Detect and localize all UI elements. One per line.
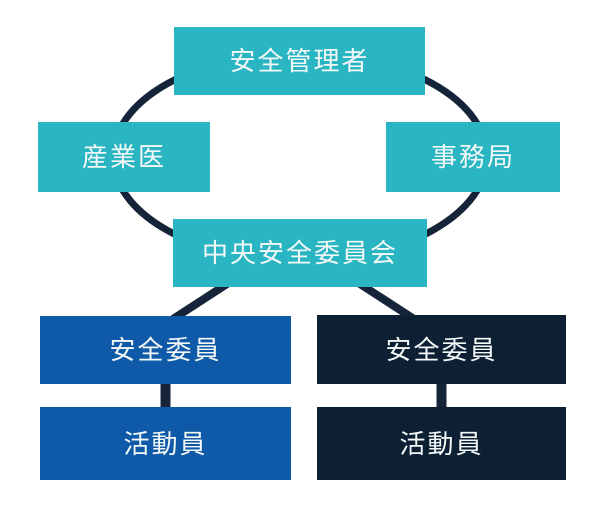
node-occupational-physician-label: 産業医 bbox=[81, 142, 166, 172]
node-secretariat: 事務局 bbox=[386, 122, 560, 192]
node-right-safety-member-label: 安全委員 bbox=[385, 334, 498, 365]
node-safety-manager: 安全管理者 bbox=[174, 27, 425, 95]
node-safety-manager-label: 安全管理者 bbox=[229, 46, 370, 76]
right-branch-line bbox=[354, 278, 417, 323]
node-central-safety-committee-label: 中央安全委員会 bbox=[201, 238, 398, 268]
node-right-activity-member: 活動員 bbox=[317, 407, 566, 480]
node-right-activity-member-label: 活動員 bbox=[399, 428, 484, 459]
node-occupational-physician: 産業医 bbox=[38, 122, 210, 192]
node-left-activity-member-label: 活動員 bbox=[123, 428, 208, 459]
left-branch-line bbox=[170, 278, 233, 323]
node-left-safety-member: 安全委員 bbox=[40, 316, 291, 384]
node-central-safety-committee: 中央安全委員会 bbox=[173, 219, 427, 287]
node-secretariat-label: 事務局 bbox=[430, 142, 515, 172]
node-left-safety-member-label: 安全委員 bbox=[109, 335, 222, 365]
node-left-activity-member: 活動員 bbox=[40, 407, 291, 480]
node-right-safety-member: 安全委員 bbox=[317, 315, 566, 384]
